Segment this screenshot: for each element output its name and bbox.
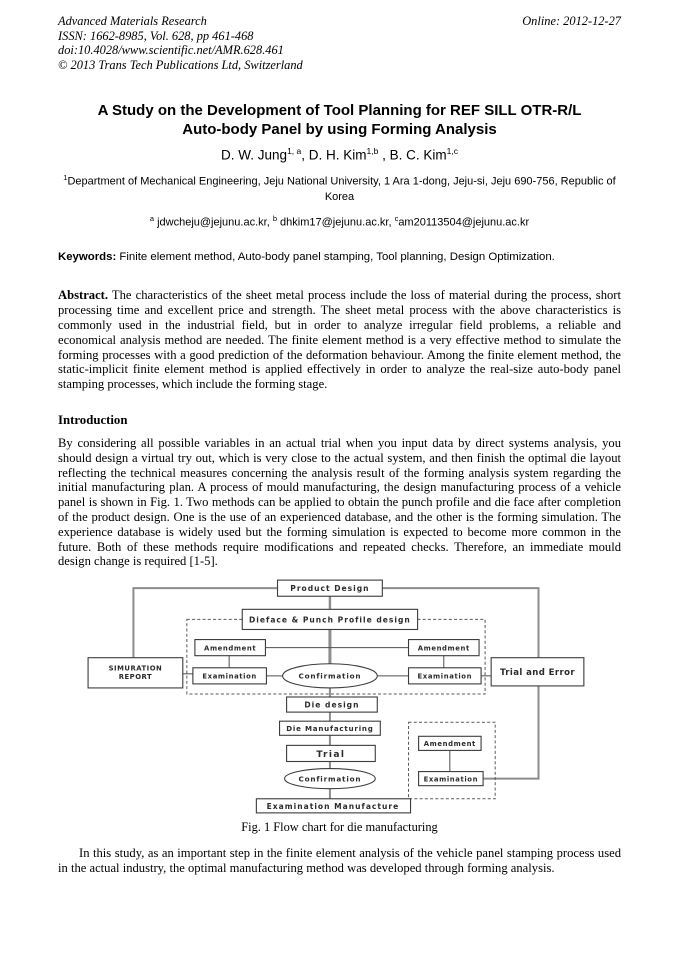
svg-text:Trial: Trial (316, 750, 345, 760)
paper-title: A Study on the Development of Tool Plann… (58, 101, 621, 139)
svg-text:Amendment: Amendment (417, 644, 469, 652)
svg-text:Confirmation: Confirmation (298, 672, 361, 681)
svg-text:Amendment: Amendment (423, 740, 475, 748)
svg-text:Examination Manufacture: Examination Manufacture (266, 802, 399, 811)
email-mark: a (149, 213, 155, 223)
flowchart-node-dieface-punch-profile: Dieface & Punch Profile design (241, 608, 418, 631)
author-affil-mark: 1,c (446, 145, 458, 156)
flowchart-node-examination-left: Examination (191, 667, 267, 685)
svg-text:Examination: Examination (423, 776, 478, 784)
closing-paragraph: In this study, as an important step in t… (58, 846, 621, 875)
svg-text:Examination: Examination (202, 673, 257, 681)
svg-text:Dieface & Punch Profile design: Dieface & Punch Profile design (249, 616, 411, 625)
paper-title-line1: A Study on the Development of Tool Plann… (97, 101, 582, 119)
flowchart-node-trial-and-error: Trial and Error (490, 657, 584, 687)
svg-text:Trial and Error: Trial and Error (499, 668, 574, 678)
svg-text:Product Design: Product Design (290, 584, 369, 593)
introduction-heading: Introduction (58, 412, 128, 427)
flowchart-node-die-design: Die design (285, 696, 378, 713)
flow-line-left-loop (131, 587, 278, 658)
flowchart-node-die-manufacturing: Die Manufacturing (278, 720, 381, 736)
email-address: jdwcheju@jejunu.ac.kr, (154, 216, 273, 229)
page-header: Advanced Materials Research ISSN: 1662-8… (58, 14, 621, 73)
affiliation: 1Department of Mechanical Engineering, J… (58, 173, 621, 204)
paper-title-line2: Auto-body Panel by using Forming Analysi… (182, 120, 497, 138)
copyright-line: © 2013 Trans Tech Publications Ltd, Swit… (58, 57, 303, 72)
keywords-text: Finite element method, Auto-body panel s… (116, 251, 555, 264)
issn-line: ISSN: 1662-8985, Vol. 628, pp 461-468 (58, 28, 254, 43)
flowchart-node-amendment-left: Amendment (193, 639, 266, 657)
svg-text:Examination: Examination (417, 673, 472, 681)
email-mark: b (272, 213, 277, 223)
flowchart-node-examination-right: Examination (407, 667, 482, 685)
flow-line-right-lower (482, 686, 540, 780)
email-address: am20113504@jejunu.ac.kr (398, 216, 530, 229)
email-mark: c (394, 213, 399, 223)
affiliation-mark: 1 (63, 173, 68, 183)
flowchart-node-product-design: Product Design (276, 579, 383, 597)
doi-line: doi:10.4028/www.scientific.net/AMR.628.4… (58, 43, 284, 58)
author-name: D. W. Jung (221, 147, 288, 163)
flowchart-node-amendment-right: Amendment (407, 639, 480, 657)
keywords-label: Keywords: (58, 251, 117, 264)
flowchart-node-trial: Trial (285, 744, 376, 763)
svg-text:Die Manufacturing: Die Manufacturing (286, 724, 373, 733)
author-name: , B. C. Kim (378, 147, 447, 163)
author-emails: a jdwcheju@jejunu.ac.kr, b dhkim17@jejun… (58, 214, 621, 229)
svg-text:REPORT: REPORT (118, 673, 151, 681)
flowchart-node-simulation-report: SIMURATION REPORT (87, 657, 183, 689)
abstract-paragraph: Abstract. The characteristics of the she… (58, 288, 621, 392)
flowchart-node-examination-bottom-right: Examination (417, 771, 484, 787)
email-address: dhkim17@jejunu.ac.kr, (277, 216, 395, 229)
authors-line: D. W. Jung1, a, D. H. Kim1,b , B. C. Kim… (58, 146, 621, 163)
author-affil-mark: 1,b (366, 145, 379, 156)
abstract-text: The characteristics of the sheet metal p… (58, 288, 621, 392)
journal-info: Advanced Materials Research ISSN: 1662-8… (58, 14, 303, 73)
journal-title: Advanced Materials Research (58, 14, 207, 28)
flowchart-node-confirmation-top: Confirmation (281, 663, 378, 689)
flow-line-right-loop (381, 587, 540, 658)
author-affil-mark: 1, a (287, 145, 302, 156)
figure-1: Product Design Dieface & Punch Profile d… (58, 577, 621, 835)
flowchart-node-confirmation-bottom: Confirmation (283, 768, 376, 790)
dashed-region-trial-check (407, 721, 496, 800)
die-manufacturing-flowchart: Product Design Dieface & Punch Profile d… (87, 579, 584, 814)
svg-text:Die design: Die design (304, 701, 359, 710)
flowchart-node-amendment-bottom-right: Amendment (417, 735, 482, 752)
keywords-line: Keywords: Finite element method, Auto-bo… (58, 251, 621, 263)
svg-text:Confirmation: Confirmation (298, 774, 361, 783)
affiliation-text: Department of Mechanical Engineering, Je… (67, 176, 616, 203)
author-name: , D. H. Kim (301, 147, 367, 163)
flowchart-node-examination-manufacture: Examination Manufacture (255, 798, 411, 814)
introduction-paragraph: By considering all possible variables in… (58, 435, 621, 569)
svg-text:SIMURATION: SIMURATION (108, 664, 162, 672)
svg-text:Amendment: Amendment (204, 644, 256, 652)
abstract-label: Abstract. (58, 288, 109, 303)
figure-caption: Fig. 1 Flow chart for die manufacturing (241, 820, 438, 835)
online-date: Online: 2012-12-27 (522, 14, 621, 28)
